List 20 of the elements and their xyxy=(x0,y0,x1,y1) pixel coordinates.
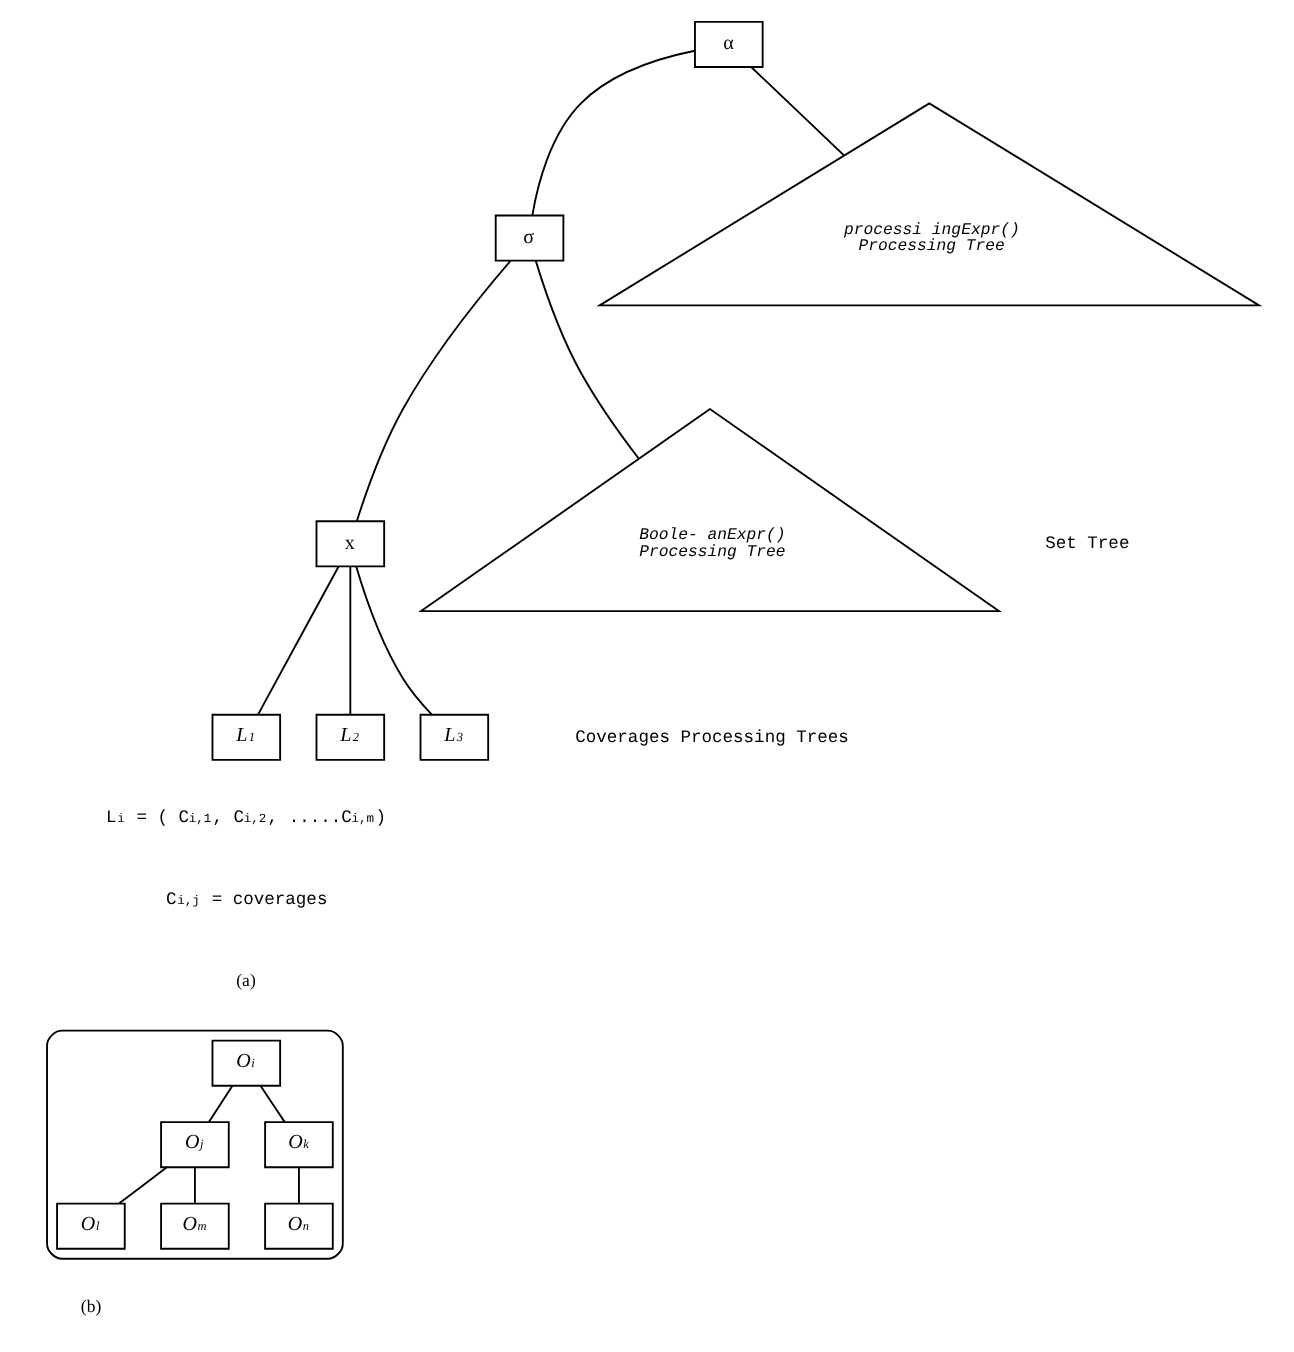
connector xyxy=(256,565,339,716)
connector xyxy=(258,1085,285,1123)
node-box: x xyxy=(314,520,385,568)
connector xyxy=(348,565,351,716)
connector xyxy=(530,49,695,217)
label: (a) xyxy=(235,970,255,991)
label: Coverages Processing Trees xyxy=(574,728,848,748)
label: (b) xyxy=(79,1296,101,1317)
node-box: σ xyxy=(493,214,564,262)
connector xyxy=(533,259,639,460)
connector xyxy=(193,1166,195,1205)
connector xyxy=(207,1085,233,1123)
cluster xyxy=(45,1029,343,1260)
connector xyxy=(354,260,511,522)
connector xyxy=(749,66,844,157)
connector xyxy=(297,1166,299,1205)
node-box: α xyxy=(693,20,763,68)
connector xyxy=(117,1166,167,1205)
label: Set Tree xyxy=(1044,534,1129,555)
connector xyxy=(354,565,432,716)
